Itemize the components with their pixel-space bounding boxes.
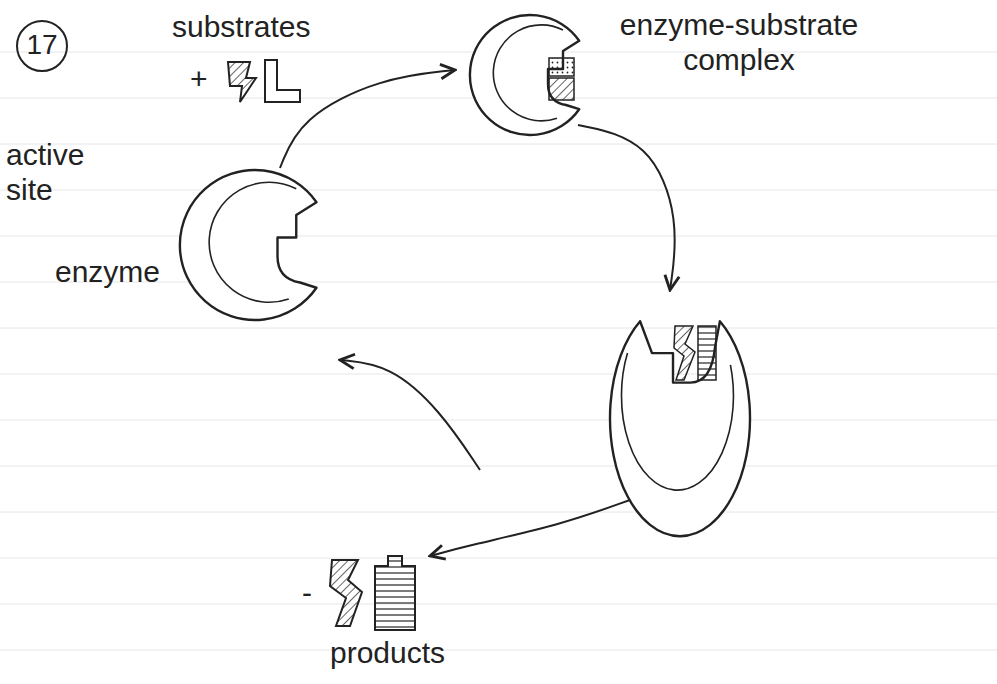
- cycle-arrow: [578, 125, 675, 290]
- cycle-arrows: [280, 70, 675, 556]
- operator-sign: -: [302, 576, 326, 611]
- substrate-shapes: [228, 60, 300, 102]
- paper-line: [0, 466, 997, 467]
- paper-lines: [0, 52, 997, 650]
- stage-label: enzyme-substrate complex: [608, 8, 870, 77]
- callout-circle: [17, 21, 67, 71]
- bound-product: [674, 326, 695, 380]
- paper-line: [0, 190, 997, 191]
- product-complex-shape: [610, 321, 750, 536]
- callout-number: 17: [20, 29, 64, 61]
- paper-line: [0, 558, 997, 559]
- cycle-arrow: [430, 500, 630, 556]
- bound-product: [698, 326, 716, 380]
- paper-line: [0, 374, 997, 375]
- cycle-arrow: [280, 70, 455, 168]
- paper-line: [0, 512, 997, 513]
- operator-sign: +: [190, 62, 220, 97]
- paper-line: [0, 144, 997, 145]
- paper-line: [0, 236, 997, 237]
- paper-line: [0, 650, 997, 651]
- part-label: enzyme: [55, 255, 175, 290]
- bound-substrate: [549, 78, 574, 100]
- complex-shape: [470, 15, 579, 135]
- enzyme-shape: [180, 170, 317, 320]
- stage-label: substrates: [172, 10, 362, 45]
- cycle-arrow: [340, 360, 480, 470]
- paper-line: [0, 328, 997, 329]
- part-label: active site: [6, 138, 116, 207]
- stage-label: products: [330, 636, 490, 671]
- product-shapes: [330, 556, 415, 630]
- paper-line: [0, 420, 997, 421]
- paper-line: [0, 604, 997, 605]
- bound-substrate: [549, 58, 574, 76]
